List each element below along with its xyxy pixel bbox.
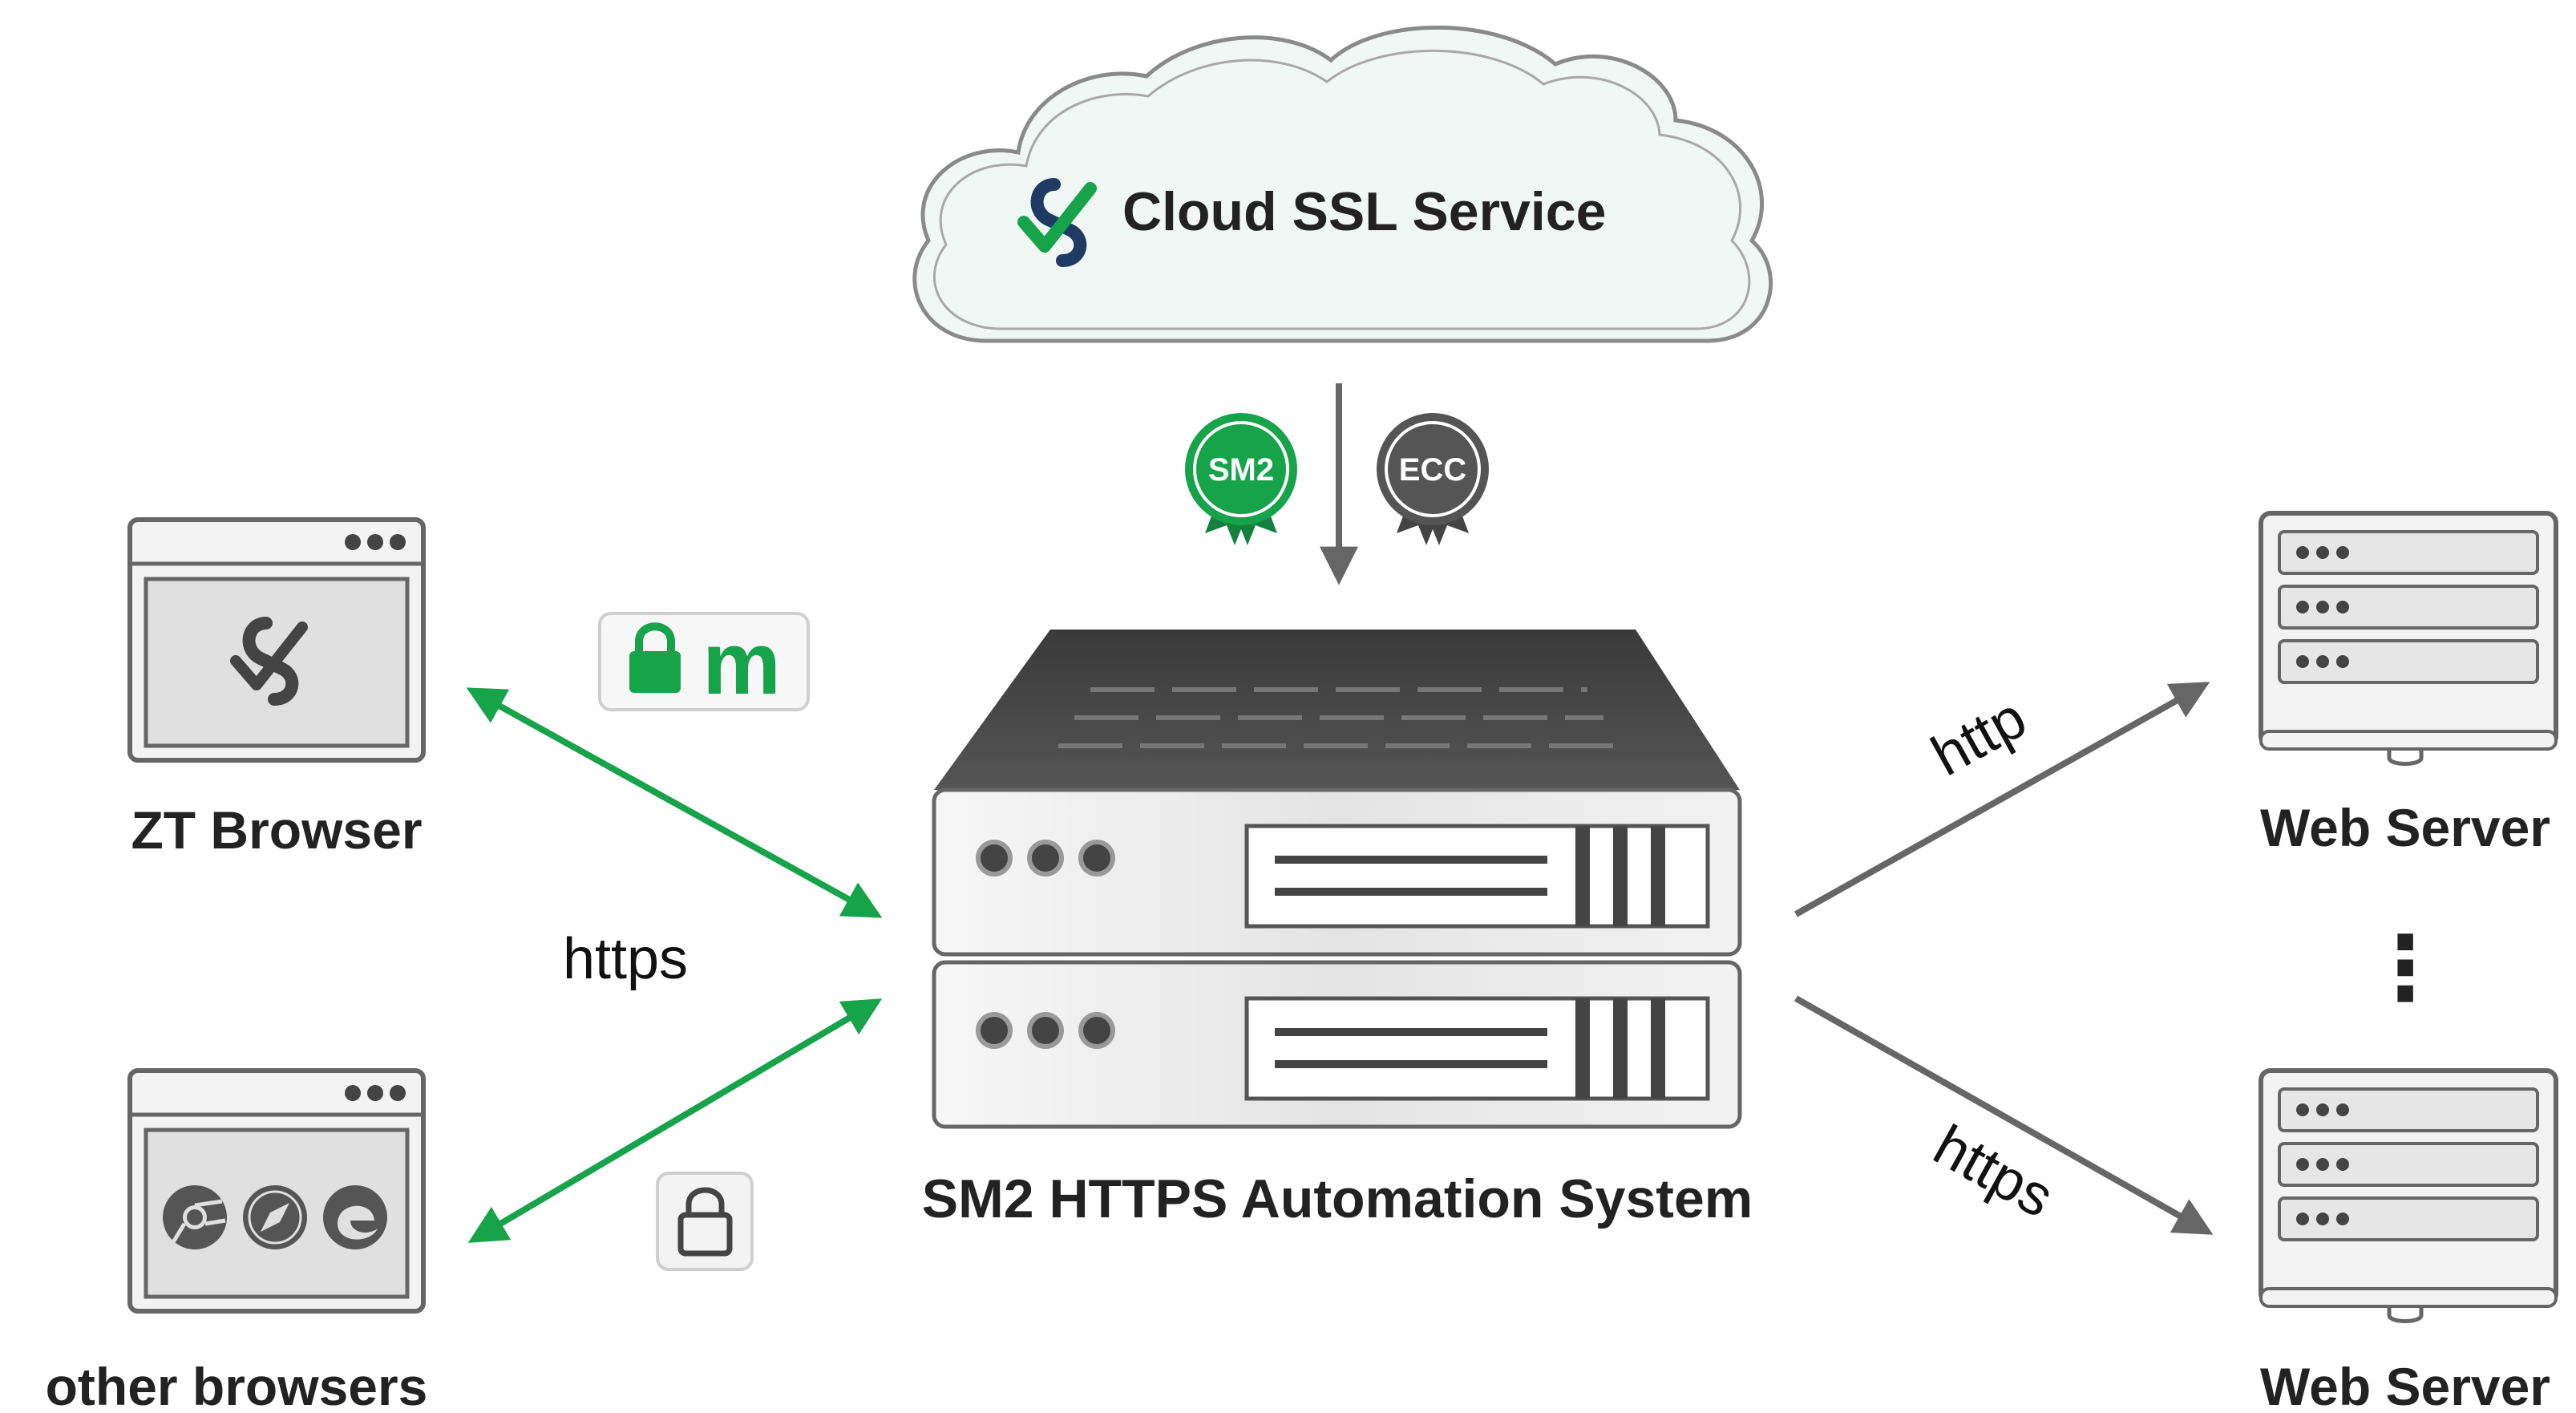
http-arrow [1794, 682, 2210, 917]
ecc-label: ECC [1399, 452, 1466, 488]
web-server-bottom: Web Server [2259, 1068, 2558, 1413]
appliance-top [934, 630, 1740, 790]
appliance-unit-2 [932, 960, 1742, 1129]
cloud-shape [912, 25, 1773, 343]
edge-icon [323, 1185, 387, 1249]
client-protocol-label: https [563, 927, 688, 991]
green-lock-icon [629, 622, 681, 693]
https-server-arrow [1794, 995, 2214, 1235]
zt-https-arrow [466, 687, 883, 918]
ecc-cert-badge: ECC [1377, 413, 1489, 545]
standard-secure-badge [656, 1172, 754, 1271]
web-server-top-label: Web Server [2260, 798, 2550, 857]
window-dots-icon [345, 1085, 406, 1101]
sm2-cert-badge: SM2 [1185, 413, 1297, 545]
appliance-vents [1058, 687, 1620, 748]
zt-secure-badge: m [598, 612, 810, 713]
zt-browser-label: ZT Browser [131, 800, 422, 860]
appliance-unit-1 [932, 787, 1742, 957]
http-label: http [1921, 686, 2036, 788]
automation-system-appliance: SM2 HTTPS Automation System [922, 630, 1753, 1229]
zt-browser-logo-icon [230, 617, 308, 706]
zt-browser: ZT Browser [127, 517, 426, 860]
server-rack-icon [2278, 530, 2539, 684]
chrome-icon [163, 1185, 227, 1249]
other-browsers-label: other browsers [46, 1357, 428, 1413]
window-dots-icon [345, 534, 406, 550]
safari-icon [243, 1185, 307, 1249]
cloud-ssl-service: Cloud SSL Service [912, 25, 1773, 343]
web-server-bottom-label: Web Server [2260, 1357, 2550, 1413]
server-rack-icon [2278, 1087, 2539, 1241]
web-server-top: Web Server [2259, 511, 2558, 857]
sm2-label: SM2 [1208, 452, 1274, 488]
system-label: SM2 HTTPS Automation System [922, 1168, 1753, 1229]
other-https-arrow [467, 998, 883, 1243]
other-browsers: other browsers [46, 1068, 428, 1413]
servers-ellipsis: ⋮ [2361, 919, 2449, 1018]
cloud-logo-icon [1017, 178, 1097, 267]
https-server-label: https [1923, 1113, 2064, 1230]
secure-m-label: m [702, 614, 781, 713]
cloud-label: Cloud SSL Service [1122, 181, 1606, 242]
